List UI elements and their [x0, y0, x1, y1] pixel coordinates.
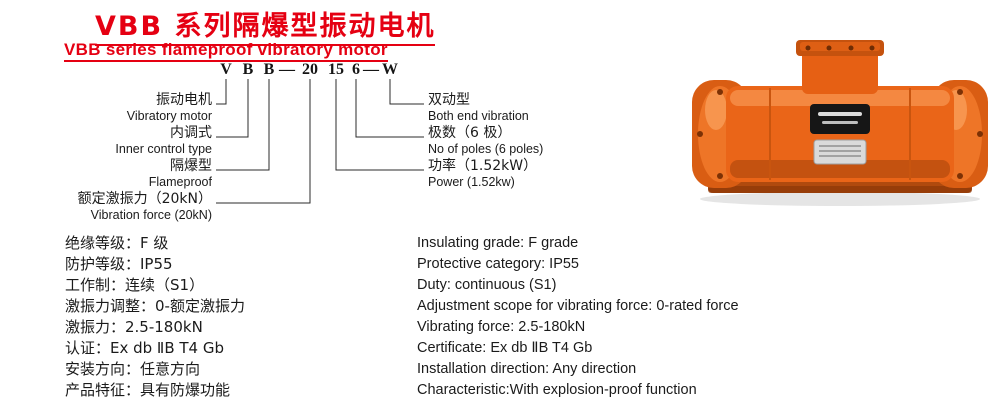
spec-row-en: Adjustment scope for vibrating force: 0-…: [417, 298, 739, 314]
model-code-part: 20: [302, 61, 318, 78]
designation-label-zh: 极数（6 极）: [428, 125, 512, 141]
spec-row-zh: 防护等级：IP55: [65, 255, 173, 273]
designation-label-en: No of poles (6 poles): [428, 142, 544, 156]
model-code-part: 6: [352, 61, 360, 78]
designation-label-poles: 极数（6 极） No of poles (6 poles): [428, 125, 543, 157]
connector-line: [216, 79, 270, 171]
spec-row-en: Insulating grade: F grade: [417, 235, 579, 251]
specs-zh-column: 绝缘等级：F 级 防护等级：IP55 工作制：连续（S1） 激振力调整：0-额定…: [65, 233, 245, 401]
spec-row-zh: 绝缘等级：F 级: [65, 234, 169, 252]
designation-label-zh: 隔爆型: [170, 158, 212, 174]
designation-label-zh: 额定激振力（20kN）: [77, 191, 212, 207]
designation-label-both-end: 双动型 Both end vibration: [428, 92, 529, 124]
connector-line: [216, 79, 249, 138]
model-code-part: —: [279, 61, 295, 78]
model-code-part: B: [242, 61, 254, 78]
spec-row-en: Vibrating force: 2.5-180kN: [417, 319, 586, 335]
model-code-part: W: [382, 61, 398, 78]
designation-label-vibration-force: 额定激振力（20kN） Vibration force (20kN): [78, 191, 212, 223]
model-code-part: —: [363, 61, 379, 78]
designation-label-en: Both end vibration: [428, 109, 529, 123]
designation-label-zh: 功率（1.52kW）: [428, 158, 538, 174]
connector-line: [216, 79, 311, 204]
designation-label-zh: 内调式: [170, 125, 212, 141]
spec-row-zh: 激振力：2.5-180kN: [65, 318, 203, 336]
designation-label-en: Vibratory motor: [126, 109, 212, 123]
spec-row-en: Protective category: IP55: [417, 256, 579, 272]
designation-label-en: Flameproof: [148, 175, 212, 189]
designation-label-en: Inner control type: [115, 142, 212, 156]
spec-row-zh: 认证：Ex db ⅡB T4 Gb: [65, 339, 224, 357]
specs-en-column: Insulating grade: F grade Protective cat…: [417, 233, 739, 401]
connector-line: [335, 79, 424, 171]
designation-label-flameproof: 隔爆型 Flameproof: [149, 158, 212, 190]
page-title-zh: VBB 系列隔爆型振动电机: [95, 4, 436, 46]
spec-row-en: Duty: continuous (S1): [417, 277, 557, 293]
connector-line: [355, 79, 424, 138]
designation-label-en: Power (1.52kw): [428, 175, 515, 189]
designation-label-vibratory-motor: 振动电机 Vibratory motor: [127, 92, 212, 124]
spec-row-zh: 工作制：连续（S1）: [65, 276, 205, 294]
model-code-part: V: [220, 61, 232, 78]
spec-row-zh: 产品特征：具有防爆功能: [65, 381, 231, 399]
spec-row-en: Characteristic:With explosion-proof func…: [417, 382, 697, 398]
designation-label-inner-control: 内调式 Inner control type: [115, 125, 212, 157]
spec-row-zh: 激振力调整：0-额定激振力: [65, 297, 245, 315]
model-code-part: 15: [328, 61, 344, 78]
page-title-en: VBB series flameproof vibratory motor: [64, 40, 388, 62]
model-code-part: B: [263, 61, 275, 78]
designation-label-zh: 双动型: [428, 92, 470, 108]
spec-row-zh: 安装方向：任意方向: [65, 360, 201, 378]
motor-photo: [692, 40, 988, 206]
spec-row-en: Installation direction: Any direction: [417, 361, 637, 377]
designation-label-zh: 振动电机: [156, 92, 212, 108]
spec-row-en: Certificate: Ex db ⅡB T4 Gb: [417, 340, 593, 356]
designation-label-power: 功率（1.52kW） Power (1.52kw): [428, 158, 537, 190]
designation-label-en: Vibration force (20kN): [90, 208, 212, 222]
connector-line: [389, 79, 424, 105]
connector-line: [216, 79, 227, 105]
